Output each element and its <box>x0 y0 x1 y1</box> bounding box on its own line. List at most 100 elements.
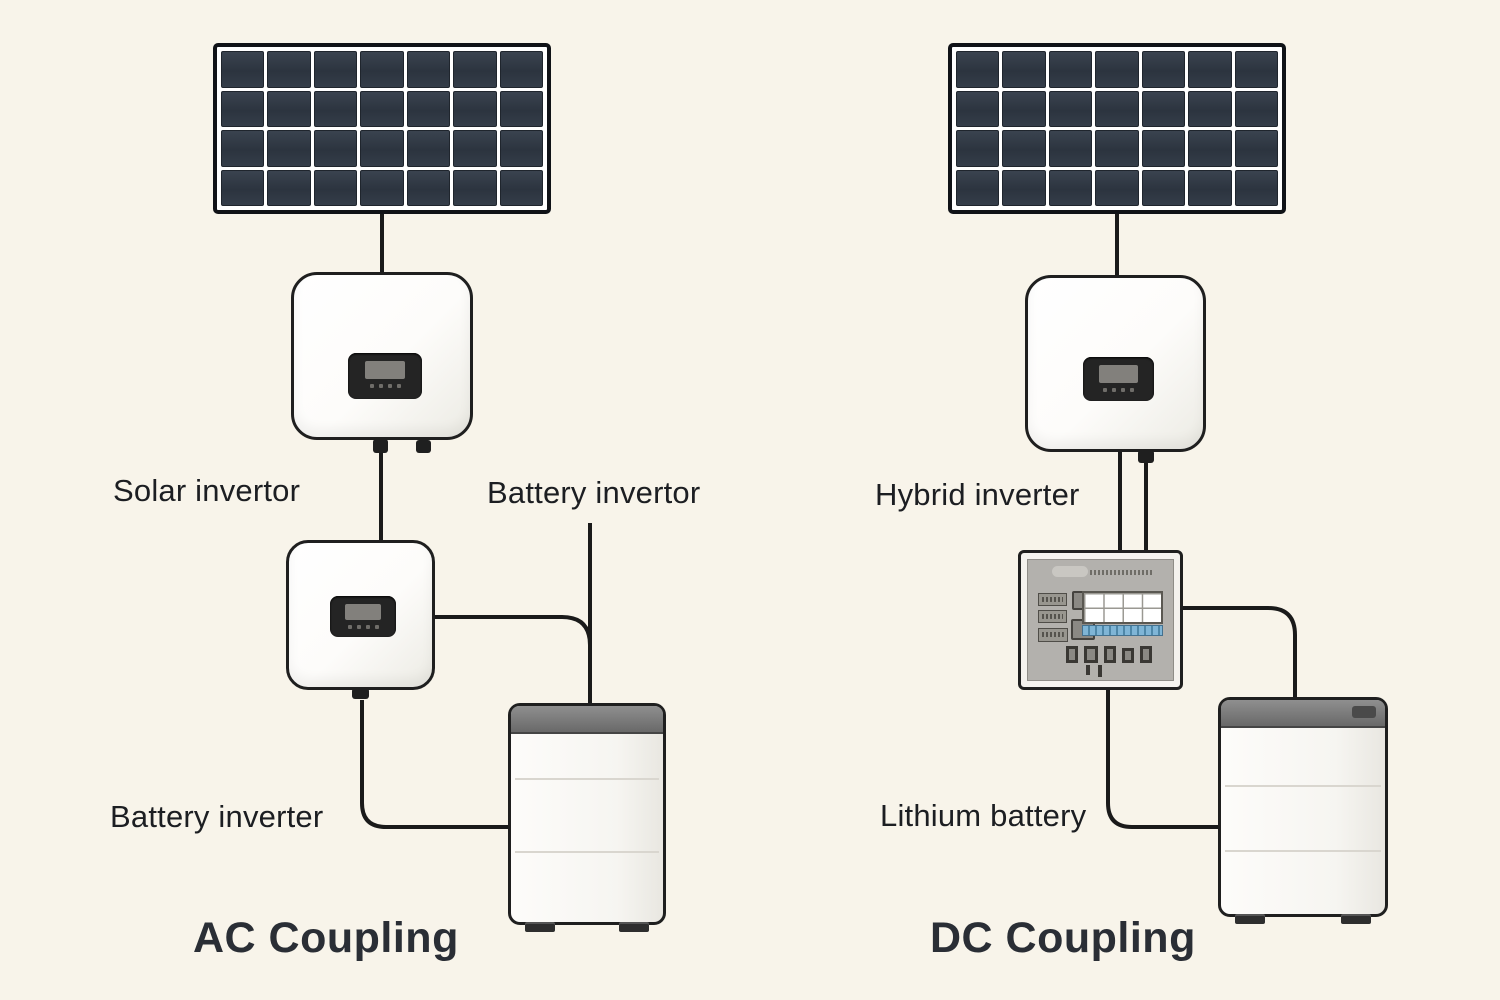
solar-cell <box>360 90 404 127</box>
solar-cell <box>267 51 311 88</box>
solar-cell <box>221 169 265 206</box>
solar-cell <box>1095 169 1139 206</box>
connector-stub <box>373 439 388 453</box>
solar-cell <box>1095 90 1139 127</box>
solar-cell <box>1188 51 1232 88</box>
solar-cell <box>1141 90 1186 127</box>
solar-cell <box>453 169 497 206</box>
panel-button <box>1038 628 1068 642</box>
terminal-strip <box>1082 625 1163 636</box>
solar-cell <box>221 130 265 167</box>
battery-cap <box>511 706 663 734</box>
label-solar-inverter: Solar invertor <box>113 473 301 508</box>
connector-stub <box>352 688 369 699</box>
connector-stub <box>416 440 431 453</box>
label-battery-invertor-callout: Battery invertor <box>487 475 701 510</box>
solar-cell <box>453 130 497 167</box>
solar-cell <box>499 130 543 167</box>
battery-section-divider <box>515 851 659 853</box>
solar-cell <box>499 51 543 88</box>
display-screen <box>365 361 405 380</box>
battery-inverter <box>286 540 435 690</box>
solar-cell <box>313 169 358 206</box>
solar-cell <box>313 51 358 88</box>
solar-cell <box>221 90 265 127</box>
solar-inverter <box>291 272 473 440</box>
solar-cell <box>406 90 451 127</box>
battery-indicator <box>1352 706 1376 718</box>
inverter-display <box>348 353 422 399</box>
solar-cell <box>499 169 543 206</box>
display-screen <box>345 604 381 621</box>
label-lithium-battery: Lithium battery <box>880 798 1087 833</box>
solar-cell <box>1141 130 1186 167</box>
inverter-display <box>330 596 396 637</box>
display-buttons <box>330 625 396 630</box>
solar-cell <box>1002 169 1046 206</box>
breaker-grid <box>1082 591 1163 624</box>
wire-control-panel-to-battery-side <box>1106 690 1218 829</box>
solar-cell <box>1002 51 1046 88</box>
solar-cell <box>313 130 358 167</box>
solar-cell <box>267 130 311 167</box>
solar-cell <box>453 51 497 88</box>
solar-panel <box>948 43 1286 214</box>
solar-cell <box>1048 169 1093 206</box>
solar-cell <box>267 90 311 127</box>
battery-foot <box>1341 914 1371 924</box>
solar-panel-grid <box>221 51 543 206</box>
solar-cell <box>1002 90 1046 127</box>
battery-foot <box>619 922 649 932</box>
solar-cell <box>1048 90 1093 127</box>
display-buttons <box>1083 387 1154 392</box>
solar-cell <box>267 169 311 206</box>
solar-cell <box>406 51 451 88</box>
solar-cell <box>1141 169 1186 206</box>
solar-cell <box>360 169 404 206</box>
panel-marking <box>1086 665 1090 675</box>
solar-cell <box>1002 130 1046 167</box>
ac-coupling-title: AC Coupling <box>193 914 459 962</box>
panel-fine-print <box>1090 570 1152 575</box>
battery-foot <box>525 922 555 932</box>
inverter-display <box>1083 357 1154 401</box>
solar-cell <box>1234 90 1278 127</box>
solar-panel <box>213 43 551 214</box>
solar-cell <box>956 90 1000 127</box>
wire-battery-inverter-to-callout <box>434 615 592 646</box>
display-screen <box>1099 365 1138 383</box>
solar-cell <box>360 51 404 88</box>
display-buttons <box>348 384 422 389</box>
battery-stack <box>508 703 666 932</box>
solar-cell <box>1141 51 1186 88</box>
solar-cell <box>313 90 358 127</box>
solar-cell <box>1234 169 1278 206</box>
wire-battery-inverter-to-battery <box>360 700 508 829</box>
battery-section-divider <box>1225 785 1381 787</box>
label-hybrid-inverter: Hybrid inverter <box>875 477 1080 512</box>
solar-cell <box>1234 51 1278 88</box>
solar-cell <box>221 51 265 88</box>
panel-marking <box>1098 665 1102 677</box>
solar-cell <box>956 51 1000 88</box>
battery-section-divider <box>1225 850 1381 852</box>
battery-foot <box>1235 914 1265 924</box>
solar-cell <box>360 130 404 167</box>
battery-cap <box>1221 700 1385 728</box>
lithium-battery <box>1218 697 1388 924</box>
panel-markings <box>1066 646 1152 663</box>
label-battery-inverter: Battery inverter <box>110 799 324 834</box>
solar-cell <box>406 130 451 167</box>
panel-sticker <box>1052 566 1088 577</box>
control-panel <box>1018 550 1183 690</box>
hybrid-inverter <box>1025 275 1206 452</box>
solar-cell <box>406 169 451 206</box>
solar-cell <box>1048 51 1093 88</box>
solar-panel-grid <box>956 51 1278 206</box>
solar-cell <box>1234 130 1278 167</box>
solar-cell <box>1188 169 1232 206</box>
panel-button <box>1038 593 1067 606</box>
solar-cell <box>1095 130 1139 167</box>
solar-cell <box>1048 130 1093 167</box>
